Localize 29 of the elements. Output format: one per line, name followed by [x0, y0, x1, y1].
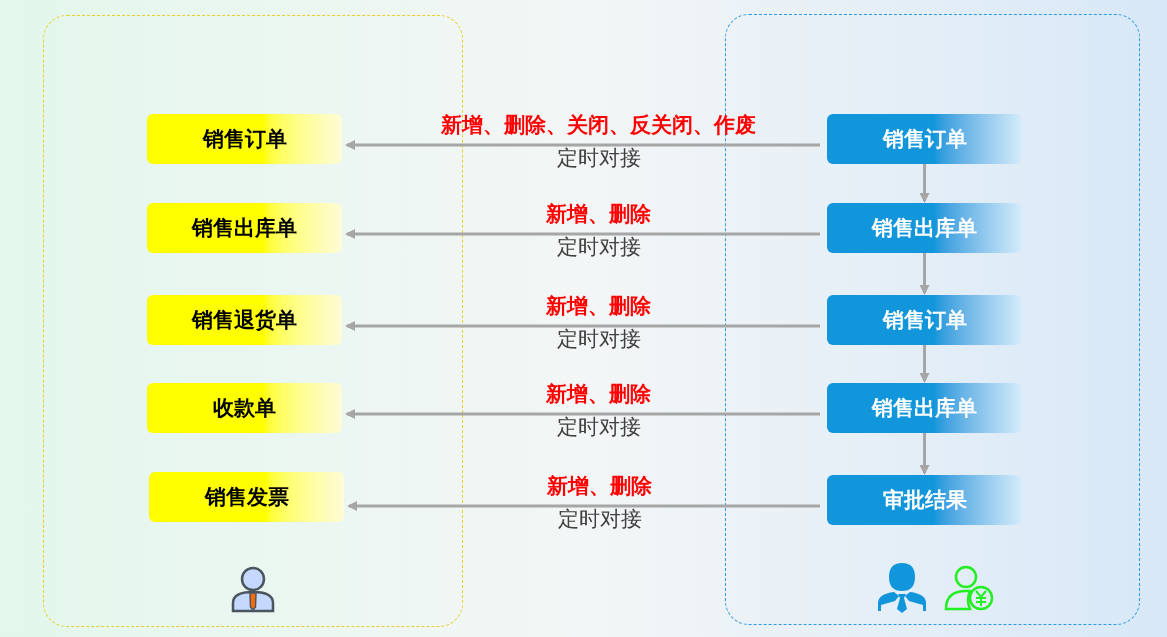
process-box: 审批结果	[827, 475, 1022, 525]
process-box: 销售订单	[827, 114, 1022, 164]
process-box: 销售出库单	[827, 383, 1022, 433]
edge-label: 新增、删除	[547, 475, 652, 496]
arrow	[345, 229, 820, 239]
edge-note: 定时对接	[556, 416, 641, 437]
edge-label: 新增、删除	[546, 203, 651, 224]
arrow	[919, 164, 930, 203]
edge-note: 定时对接	[557, 508, 642, 529]
edge-note: 定时对接	[556, 328, 641, 349]
arrow	[345, 321, 820, 331]
process-box: 销售退货单	[147, 295, 342, 345]
arrow	[345, 409, 820, 419]
arrow	[919, 433, 930, 475]
process-box: 收款单	[147, 383, 342, 433]
process-box: 销售订单	[827, 295, 1022, 345]
process-box: 销售出库单	[827, 203, 1022, 253]
edge-label: 新增、删除	[546, 295, 651, 316]
process-box: 销售出库单	[147, 203, 342, 253]
arrow	[347, 501, 820, 511]
arrow	[919, 345, 930, 383]
edge-note: 定时对接	[556, 236, 641, 257]
arrow	[919, 253, 930, 295]
process-box: 销售订单	[147, 114, 342, 164]
edge-label: 新增、删除、关闭、反关闭、作废	[441, 114, 756, 135]
arrow	[345, 140, 820, 150]
edge-note: 定时对接	[556, 147, 641, 168]
edge-label: 新增、删除	[546, 383, 651, 404]
process-box: 销售发票	[149, 472, 344, 522]
